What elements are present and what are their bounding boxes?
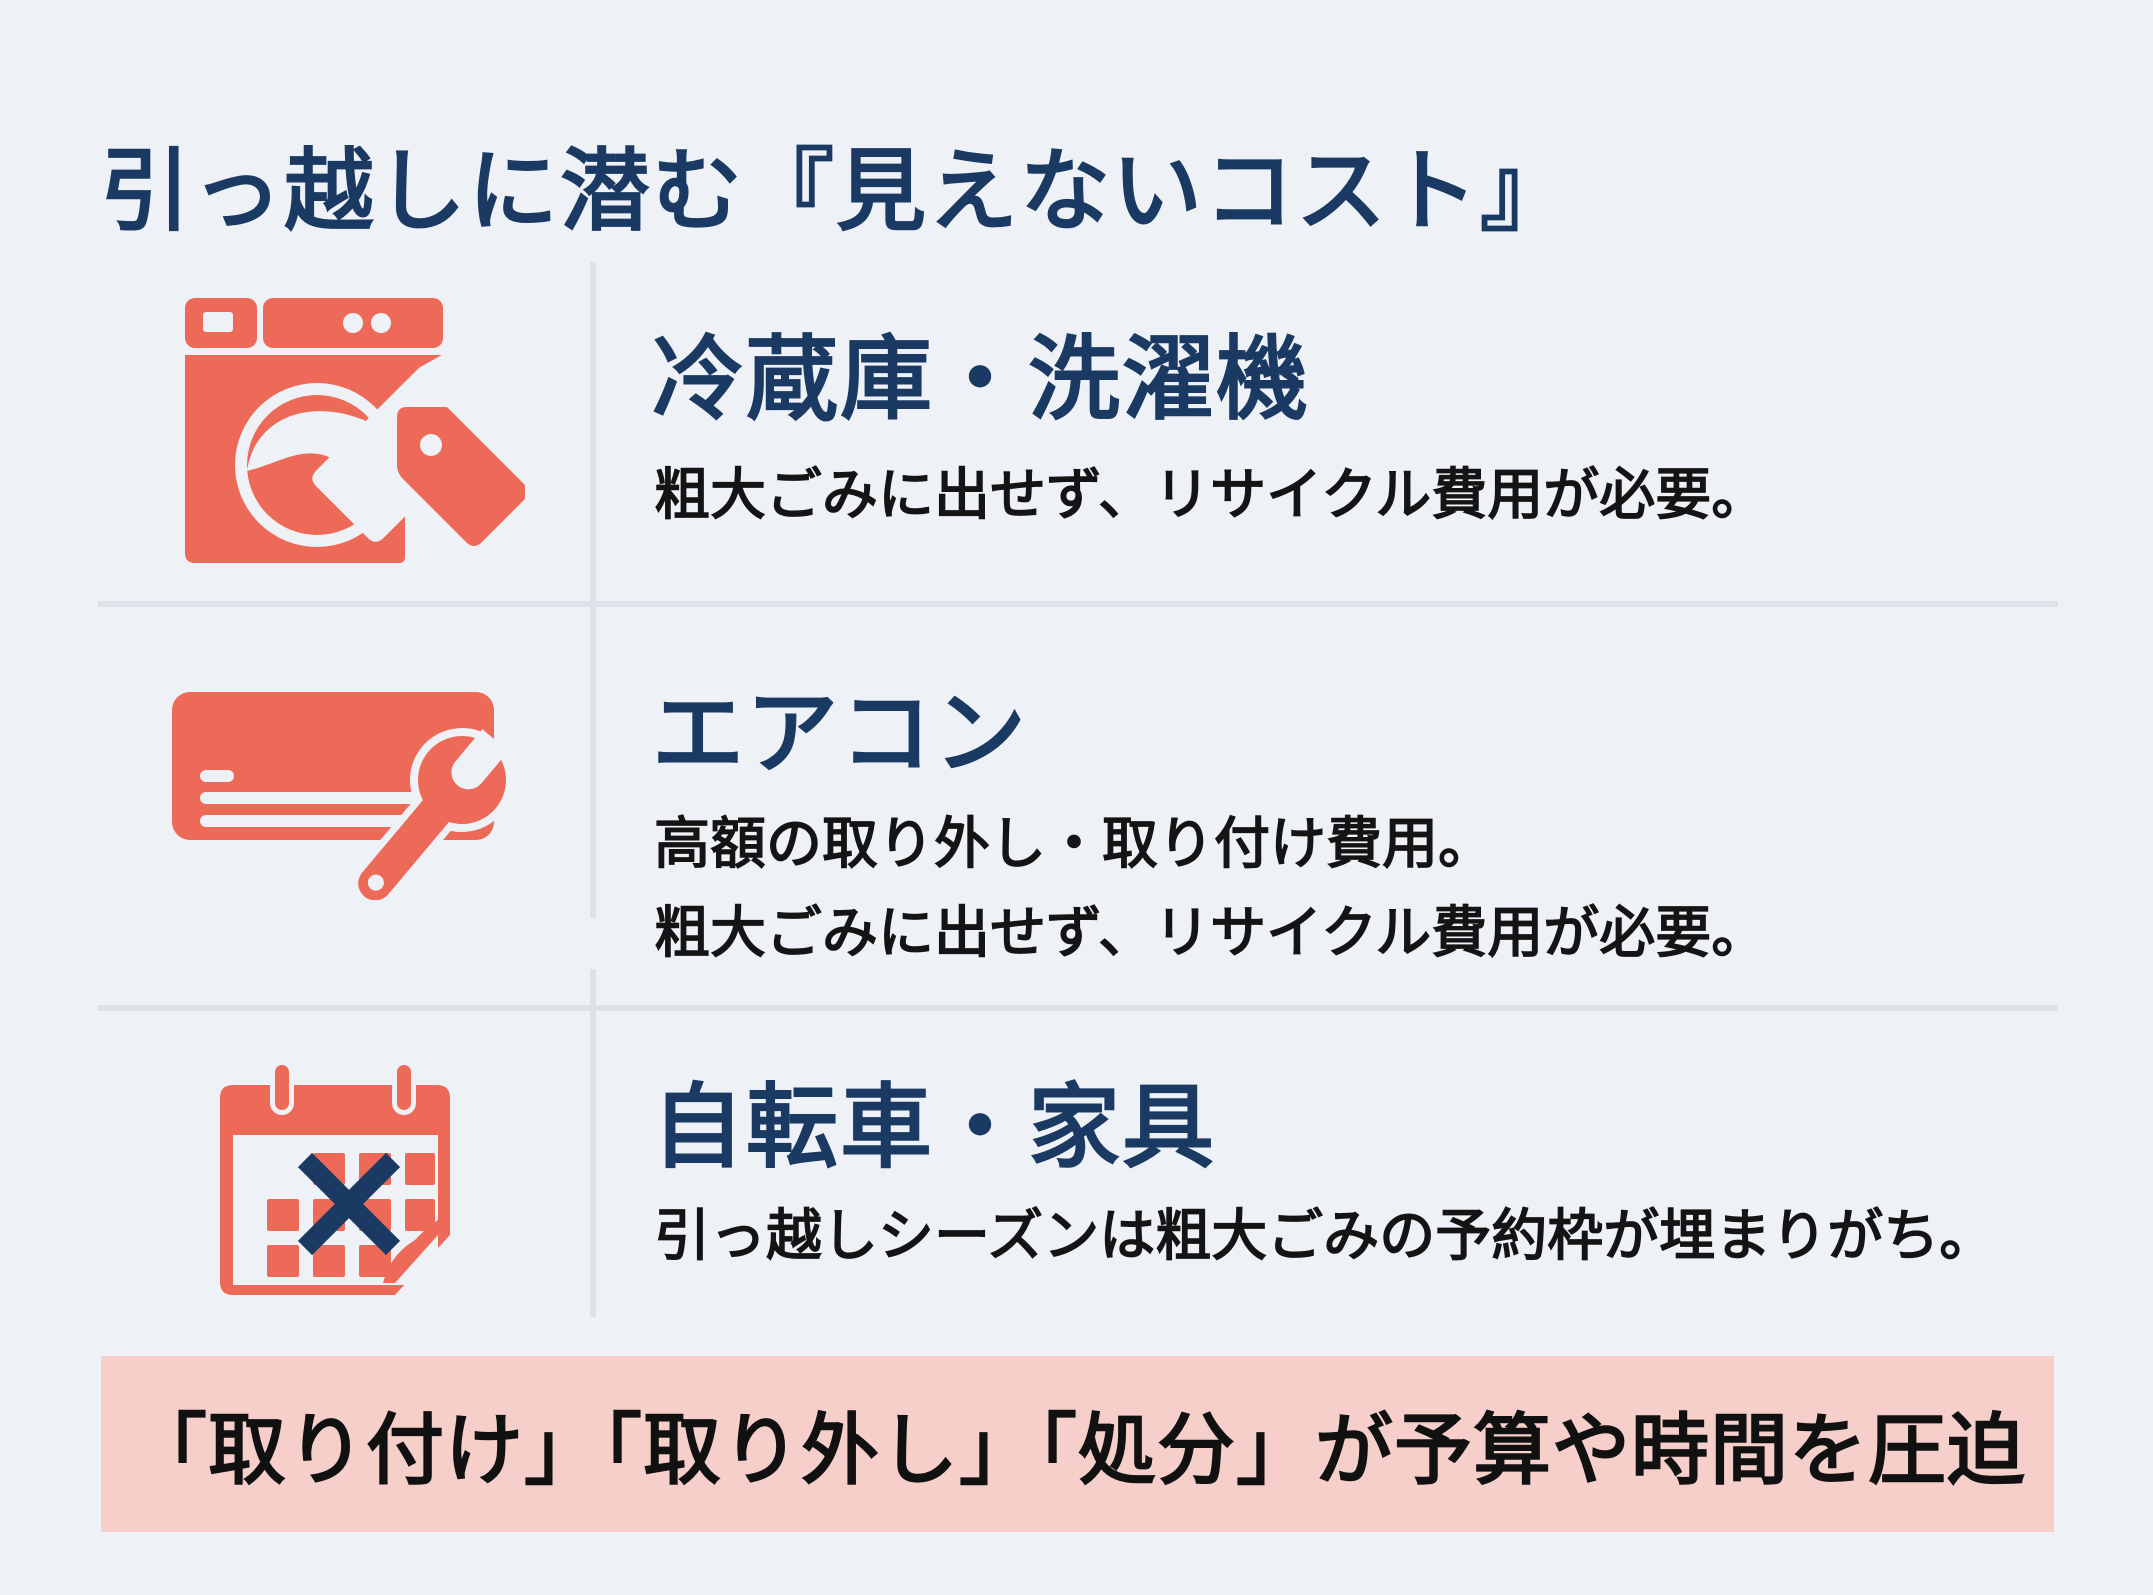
page-title: 引っ越しに潜む『見えないコスト』 bbox=[100, 139, 1572, 245]
row-divider bbox=[98, 601, 2058, 607]
calendar-cross-icon bbox=[220, 1060, 450, 1295]
item-description-line-1: 高額の取り外し・取り付け費用。 bbox=[654, 812, 1494, 877]
item-heading: 冷蔵庫・洗濯機 bbox=[652, 326, 1311, 433]
washing-machine-price-tag-icon bbox=[185, 298, 525, 563]
summary-banner: 「取り付け」「取り外し」「処分」が予算や時間を圧迫 bbox=[101, 1356, 2054, 1532]
item-heading: 自転車・家具 bbox=[652, 1074, 1217, 1181]
item-description: 引っ越しシーズンは粗大ごみの予約枠が埋まりがち。 bbox=[654, 1204, 1996, 1269]
summary-banner-text: 「取り付け」「取り外し」「処分」が予算や時間を圧迫 bbox=[128, 1406, 2026, 1496]
item-description-line-2: 粗大ごみに出せず、リサイクル費用が必要。 bbox=[654, 901, 1768, 966]
column-divider bbox=[590, 969, 596, 1317]
item-description: 粗大ごみに出せず、リサイクル費用が必要。 bbox=[654, 463, 1768, 528]
air-conditioner-wrench-icon bbox=[172, 692, 514, 900]
item-heading: エアコン bbox=[652, 680, 1029, 787]
row-divider bbox=[98, 1005, 2058, 1011]
column-divider bbox=[590, 262, 596, 918]
